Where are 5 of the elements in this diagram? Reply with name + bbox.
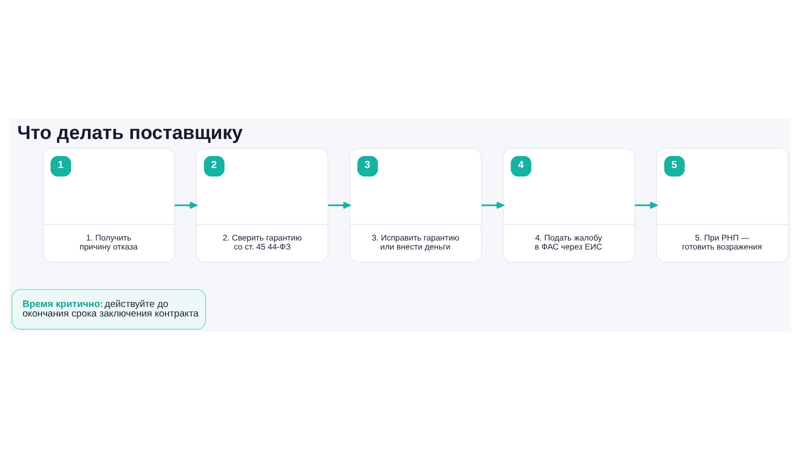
- diagram-title: Что делать поставщику: [17, 122, 243, 144]
- arrow: [482, 201, 504, 208]
- arrow: [634, 201, 658, 208]
- arrow: [174, 201, 198, 208]
- arrow: [328, 201, 350, 208]
